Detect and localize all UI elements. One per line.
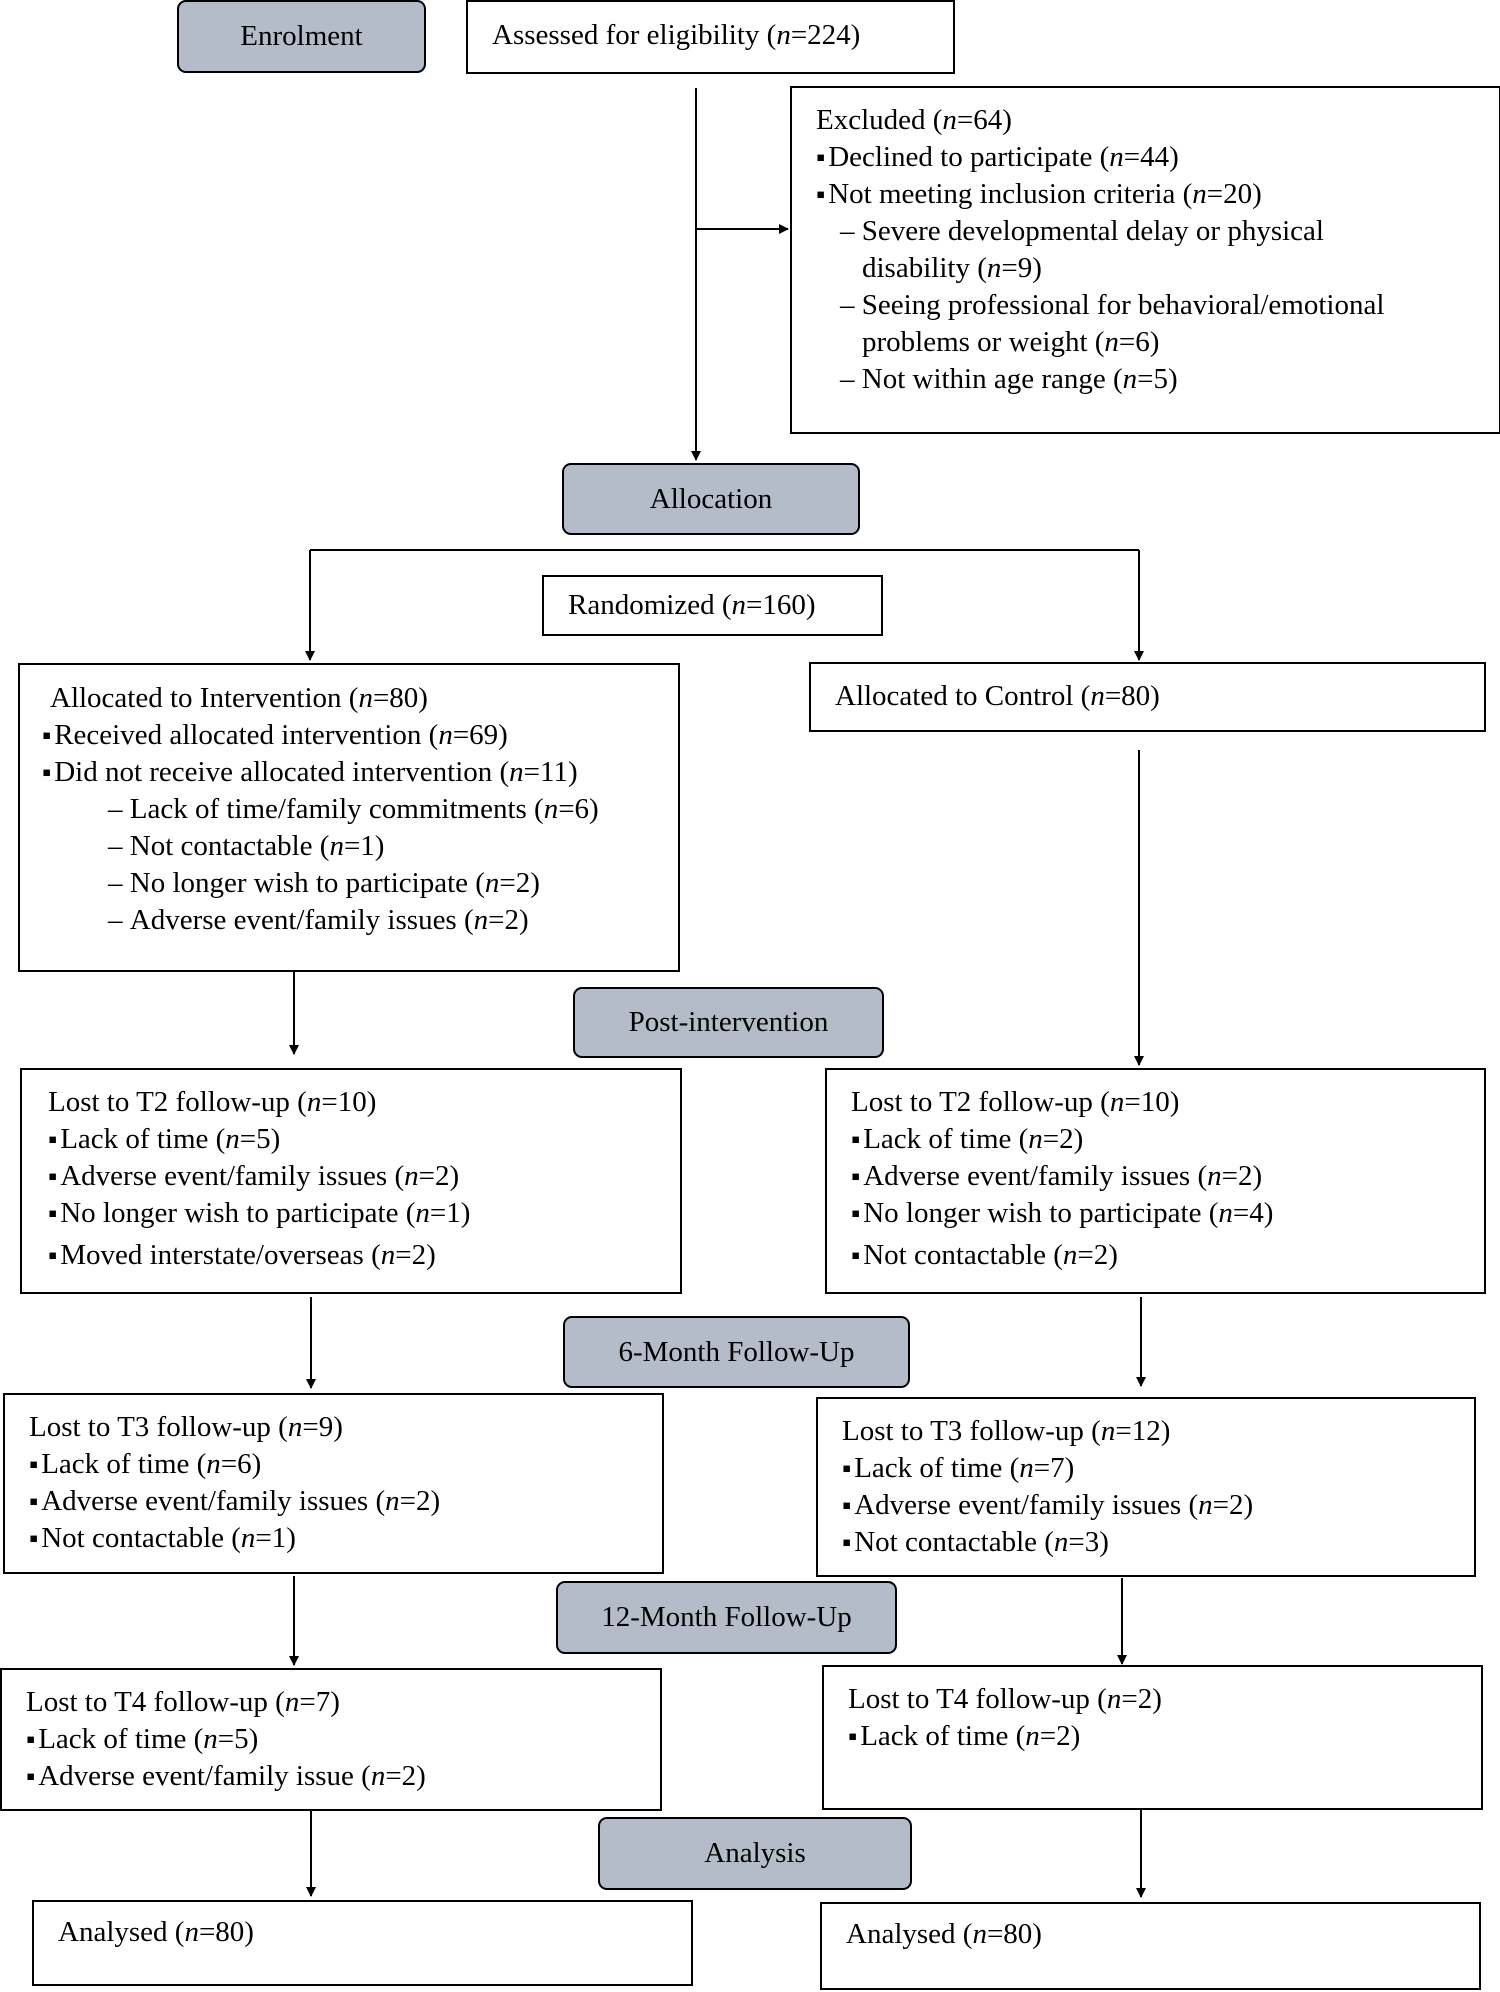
list-item: Adverse event/family issues (n=2) [48,1158,680,1195]
list-item: Lack of time (n=5) [48,1121,680,1158]
phase-analysis: Analysis [598,1817,912,1890]
list-item: Lack of time (n=2) [848,1718,1481,1755]
list-item: No longer wish to participate (n=1) [48,1195,680,1232]
t2-left-box: Lost to T2 follow-up (n=10) Lack of time… [20,1068,682,1294]
analysed-right-box: Analysed (n=80) [820,1902,1481,1990]
control-box: Allocated to Control (n=80) [809,662,1486,732]
t3-right-box: Lost to T3 follow-up (n=12) Lack of time… [816,1397,1476,1577]
phase-enrolment: Enrolment [177,0,426,73]
list-item: Moved interstate/overseas (n=2) [48,1237,680,1274]
list-item: Not contactable (n=2) [851,1237,1484,1274]
phase-allocation: Allocation [562,463,860,535]
t2-right-box: Lost to T2 follow-up (n=10) Lack of time… [825,1068,1486,1294]
phase-post-intervention: Post-intervention [573,987,884,1058]
t4-right-box: Lost to T4 follow-up (n=2) Lack of time … [822,1665,1483,1810]
list-item: Lack of time (n=5) [26,1721,660,1758]
phase-6-month-follow-up: 6-Month Follow-Up [563,1316,910,1388]
analysed-left-box: Analysed (n=80) [32,1900,693,1986]
t3-left-box: Lost to T3 follow-up (n=9) Lack of time … [3,1393,664,1574]
phase-12-month-follow-up: 12-Month Follow-Up [556,1581,897,1654]
list-item: Adverse event/family issues (n=2) [29,1483,662,1520]
randomized-box: Randomized (n=160) [542,575,883,636]
list-item: Not contactable (n=1) [29,1520,662,1557]
list-item: Lack of time (n=6) [29,1446,662,1483]
excluded-box: Excluded (n=64) Declined to participate … [790,86,1500,434]
list-item: Lack of time (n=2) [851,1121,1484,1158]
assessed-box: Assessed for eligibility (n=224) [466,0,955,74]
list-item: Adverse event/family issue (n=2) [26,1758,660,1795]
t4-left-box: Lost to T4 follow-up (n=7) Lack of time … [0,1668,662,1811]
list-item: No longer wish to participate (n=4) [851,1195,1484,1232]
intervention-box: Allocated to Intervention (n=80) Receive… [18,663,680,972]
list-item: Not contactable (n=3) [842,1524,1474,1561]
list-item: Lack of time (n=7) [842,1450,1474,1487]
list-item: Adverse event/family issues (n=2) [851,1158,1484,1195]
list-item: Adverse event/family issues (n=2) [842,1487,1474,1524]
